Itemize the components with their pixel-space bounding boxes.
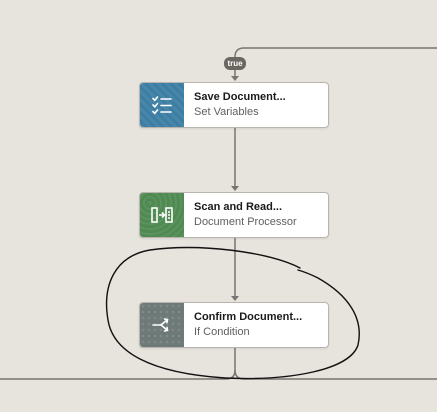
arrowhead-3 [231,296,239,301]
checklist-icon [140,83,184,127]
node-confirm-document[interactable]: Confirm Document... If Condition [139,302,329,348]
node-title: Save Document... [194,91,286,103]
node-title: Scan and Read... [194,201,283,213]
node-title: Confirm Document... [194,311,303,323]
connector-3-merge [0,348,236,380]
arrowhead-1 [231,76,239,81]
true-branch-badge: true [224,57,246,70]
arrowhead-2 [231,186,239,191]
node-subtitle: If Condition [194,326,250,338]
node-subtitle: Set Variables [194,106,259,118]
document-processor-icon [140,193,184,237]
branch-icon [140,303,184,347]
node-scan-and-read[interactable]: Scan and Read... Document Processor [139,192,329,238]
node-subtitle: Document Processor [194,216,297,228]
true-branch-connector [234,47,437,80]
connector-merge-right [234,369,437,380]
node-save-document[interactable]: Save Document... Set Variables [139,82,329,128]
